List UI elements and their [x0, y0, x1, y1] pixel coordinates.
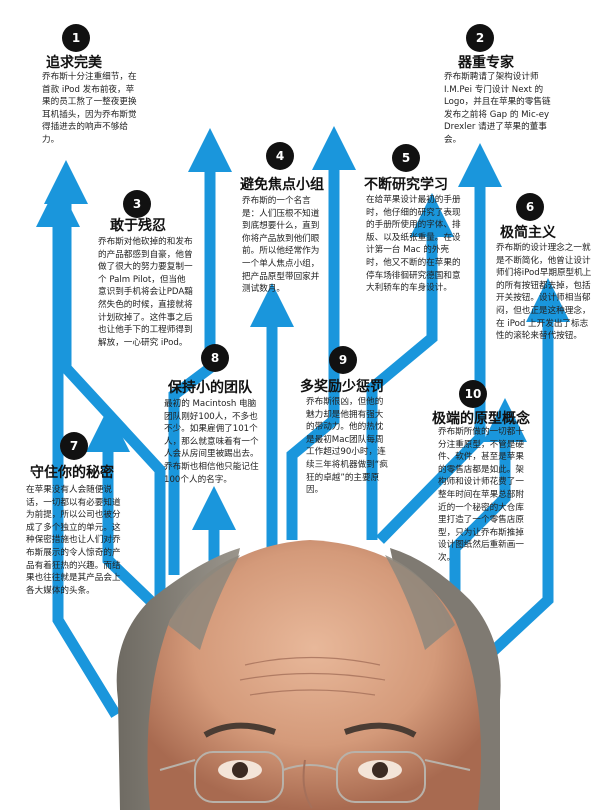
arrow-5 [366, 193, 454, 540]
section-title-6: 极简主义 [500, 225, 556, 241]
arrow-2 [376, 143, 502, 544]
number-badge-10: 10 [459, 380, 487, 408]
number-badge-2: 2 [466, 24, 494, 52]
number-badge-7: 7 [60, 432, 88, 460]
section-text-10: 乔布斯所做的一切都十分注重原型，不管是硬件、软件，甚至是苹果的零售店都是如此。架… [438, 427, 524, 563]
section-title-4: 避免焦点小组 [240, 177, 324, 193]
arrow-7 [86, 408, 164, 614]
arrow-1 [36, 183, 121, 718]
section-text-9: 乔布斯很凶，但他的魅力却是他拥有强大的带动力。他的热忱是最初Mac团队每周工作超… [306, 397, 388, 496]
section-text-7: 在苹果没有人会随便说话，一切都以有必要知道为前提，所以公司也被分成了多个独立的单… [26, 485, 121, 596]
number-badge-8: 8 [201, 344, 229, 372]
section-title-1: 追求完美 [46, 55, 102, 71]
number-badge-5: 5 [392, 144, 420, 172]
section-text-3: 乔布斯对他砍掉的和发布的产品都感到自豪，他曾做了很大的努力要复制一个 Palm … [98, 237, 193, 348]
number-badge-1: 1 [62, 24, 90, 52]
section-title-7: 守住你的秘密 [30, 465, 114, 481]
section-title-5: 不断研究学习 [364, 177, 448, 193]
arrow-8 [168, 128, 232, 575]
section-title-10: 极端的原型概念 [432, 411, 530, 427]
section-title-3: 敢于残忍 [110, 218, 166, 234]
number-badge-4: 4 [266, 142, 294, 170]
section-text-6: 乔布斯的设计理念之一就是不断简化，他曾让设计师们将iPod早期原型机上的所有按钮… [496, 243, 592, 342]
section-text-5: 在给苹果设计最初的手册时，他仔细的研究了表现的手册所使用的字体、排版、以及纸张重… [366, 195, 461, 294]
arrow-10 [449, 398, 527, 600]
number-badge-6: 6 [516, 193, 544, 221]
arrow-6 [471, 278, 570, 673]
section-title-8: 保持小的团队 [168, 380, 252, 396]
number-badge-3: 3 [123, 190, 151, 218]
section-text-2: 乔布斯聘请了架构设计师 I.M.Pei 专门设计 Next 的 Logo，并且在… [444, 72, 551, 145]
number-badge-9: 9 [329, 346, 357, 374]
arrow-9 [286, 126, 356, 540]
section-text-1: 乔布斯十分注重细节，在首款 iPod 发布前夜，苹果的员工熬了一整夜更换耳机插头… [42, 72, 137, 145]
section-text-8: 最初的 Macintosh 电脑团队刚好100人，不多也不少。如果雇佣了101个… [164, 399, 259, 485]
section-text-4: 乔布斯的一个名言是：人们压根不知道到底想要什么，直到你将产品放到他们眼前。所以他… [242, 196, 320, 295]
section-title-9: 多奖励少惩罚 [300, 379, 384, 395]
section-title-2: 器重专家 [458, 55, 514, 71]
